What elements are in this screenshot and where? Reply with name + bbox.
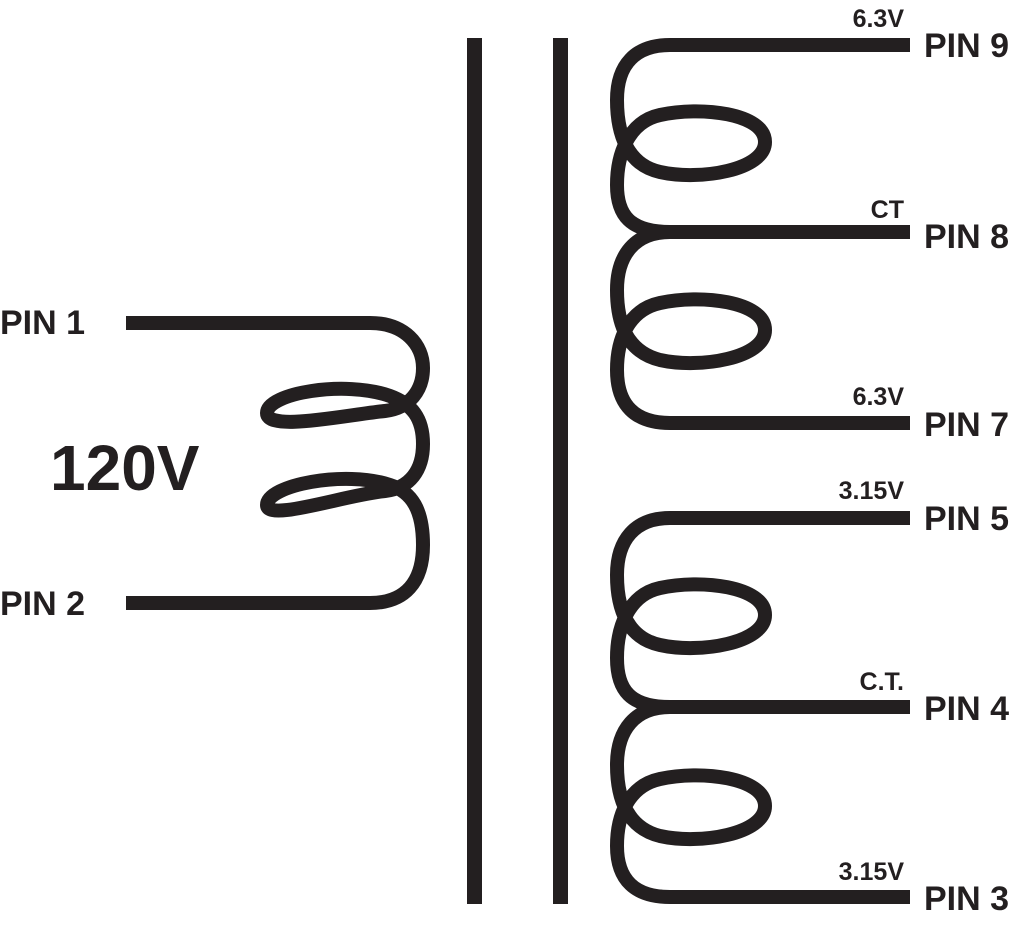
tap-voltage-pin-5: 3.15V — [839, 477, 905, 505]
pin-8-label: PIN 8 — [924, 218, 1009, 256]
pin-3-label: PIN 3 — [924, 880, 1009, 918]
center-tap-pin-4: C.T. — [860, 668, 904, 696]
primary-winding — [126, 316, 430, 610]
pin-9-label: PIN 9 — [924, 27, 1009, 65]
tap-voltage-pin-3: 3.15V — [839, 858, 905, 886]
primary-pin-2-label: PIN 2 — [0, 585, 85, 623]
pin-7-label: PIN 7 — [924, 406, 1009, 444]
primary-pin-1-label: PIN 1 — [0, 304, 85, 342]
tap-voltage-pin-7: 6.3V — [853, 383, 905, 411]
pin-5-label: PIN 5 — [924, 500, 1009, 538]
core-bar-right — [553, 38, 568, 904]
tap-voltage-pin-9: 6.3V — [853, 5, 905, 33]
pin-4-label: PIN 4 — [924, 690, 1009, 728]
core-bar-left — [467, 38, 482, 904]
primary-voltage-label: 120V — [50, 432, 200, 504]
secondary-upper-winding — [610, 38, 910, 430]
secondary-lower-winding — [610, 511, 910, 904]
center-tap-pin-8: CT — [871, 196, 904, 224]
